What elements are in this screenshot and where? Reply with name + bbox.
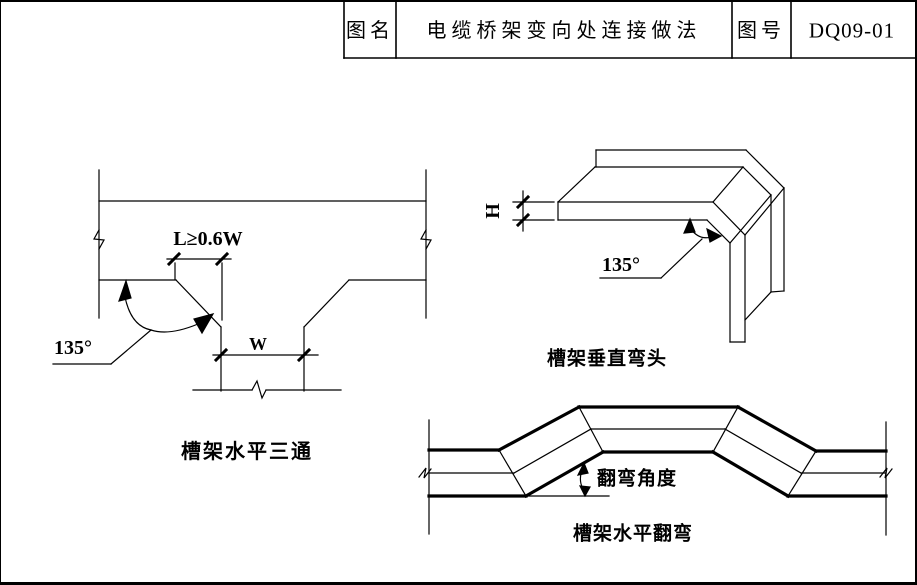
title-block-grid [343, 2, 915, 59]
arrowhead [576, 461, 589, 476]
elbow-angle-label: 135° [602, 254, 640, 276]
offset-bend-outline [418, 404, 893, 536]
title-block-drawing-name: 电缆桥架变向处连接做法 [426, 20, 702, 42]
break-symbol [251, 379, 267, 400]
arrowhead [578, 485, 591, 498]
title-block-drawing-number: DQ09-01 [808, 18, 896, 43]
break-symbol [879, 467, 893, 479]
tee-caption: 槽架水平三通 [181, 441, 313, 463]
offset-bend-angle-label: 翻弯角度 [596, 468, 678, 490]
title-block-number-label: 图号 [737, 20, 785, 42]
tee-dimensions [52, 251, 319, 365]
tee-length-dimension-label: L≥0.6W [173, 228, 243, 250]
elbow-caption: 槽架垂直弯头 [546, 348, 668, 370]
tee-angle-label: 135° [54, 337, 92, 359]
tee-width-dimension-label: W [249, 334, 267, 354]
break-symbol [420, 229, 432, 250]
offset-bend-caption: 槽架水平翻弯 [572, 523, 694, 545]
elbow-height-dimension-label: H [482, 203, 504, 219]
arrowhead [706, 227, 723, 243]
arrowhead [683, 217, 696, 234]
title-block-name-label: 图名 [346, 20, 394, 42]
arrowhead [193, 313, 215, 335]
elbow-outline [557, 149, 785, 343]
elbow-dimensions [512, 190, 723, 279]
arrowhead [118, 279, 132, 302]
tee-outline [93, 169, 432, 400]
break-symbol [93, 229, 105, 250]
break-symbol [418, 467, 432, 479]
